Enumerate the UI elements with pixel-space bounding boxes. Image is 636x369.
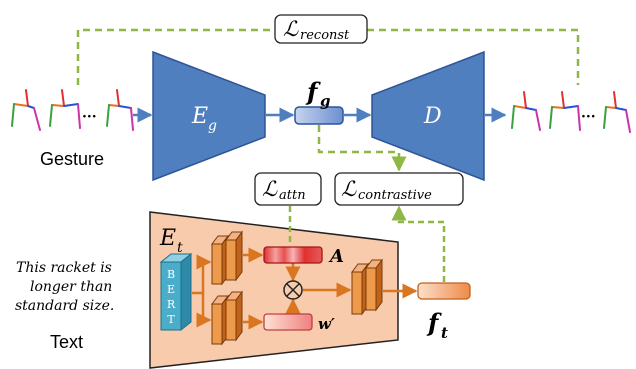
multiply-node [283, 280, 303, 300]
contrastive-loss-label: contrastive [358, 188, 432, 203]
attention-label: A [328, 246, 344, 267]
reconst-loss-symbol: ℒ [283, 17, 299, 41]
contrastive-loss-symbol: ℒ [341, 177, 357, 201]
gesture-feature-label: f [305, 77, 321, 106]
weights-vector [263, 313, 313, 331]
skeleton-figure [603, 91, 631, 133]
gesture-feature-vector [294, 106, 344, 125]
input-sentence: This racket is longer than standard size… [15, 260, 114, 314]
skeleton-figure [549, 91, 581, 131]
attention-vector [263, 246, 323, 264]
arrow-bert-to-lower-conv [196, 293, 212, 328]
attn-loss-symbol: ℒ [262, 177, 278, 201]
reconst-loss-box: ℒ reconst [274, 14, 368, 44]
gesture-encoder-subscript: g [208, 118, 217, 134]
input-text-line: This racket is [16, 260, 112, 276]
text-encoder-subscript: t [177, 240, 183, 256]
text-encoder-label: E [159, 226, 176, 251]
output-gesture-sequence [511, 91, 631, 133]
bert-letter: B [167, 268, 175, 281]
attn-loss-box: ℒ attn [254, 172, 322, 206]
bert-block: B E R T [159, 252, 193, 332]
bert-letter: T [167, 313, 175, 326]
reconst-line-left [76, 28, 275, 85]
reconst-loss-label: reconst [300, 28, 350, 43]
text-flow-arrows [192, 247, 418, 330]
text-feature-subscript: t [441, 324, 448, 342]
skeleton-figure [11, 89, 41, 131]
text-feature-to-contrastive [391, 205, 446, 282]
gesture-ellipsis-left: ··· [82, 109, 97, 125]
weights-label: w′ [318, 315, 335, 333]
input-text-line: standard size. [15, 298, 114, 314]
gesture-ellipsis-right: ··· [581, 109, 596, 125]
text-feature-vector [417, 282, 471, 300]
gesture-encoder [152, 50, 266, 182]
skeleton-figure [511, 91, 541, 131]
bert-letter: R [167, 298, 176, 311]
contrastive-loss-box: ℒ contrastive [334, 172, 464, 206]
input-gesture-sequence [11, 89, 134, 131]
reconst-line-right [367, 28, 580, 85]
text-feature-label: f [426, 308, 442, 337]
gesture-encoder-label: E [191, 104, 208, 129]
attn-loss-label: attn [279, 188, 306, 203]
gesture-caption: Gesture [40, 149, 104, 169]
arrow-bert-to-upper-conv [192, 254, 212, 295]
conv-block-right [351, 258, 383, 316]
gesture-feature-to-contrastive [317, 125, 407, 172]
gesture-feature-subscript: g [320, 92, 331, 110]
skeleton-figure [49, 89, 81, 129]
conv-block-lower [211, 290, 243, 346]
input-text-line: longer than [30, 279, 112, 295]
reconst-loop [76, 28, 580, 85]
skeleton-figure [106, 89, 134, 131]
conv-block-upper [211, 230, 243, 286]
decoder-label: D [423, 104, 442, 129]
gesture-decoder [371, 50, 485, 182]
text-caption: Text [50, 332, 83, 352]
bert-letter: E [167, 283, 175, 296]
